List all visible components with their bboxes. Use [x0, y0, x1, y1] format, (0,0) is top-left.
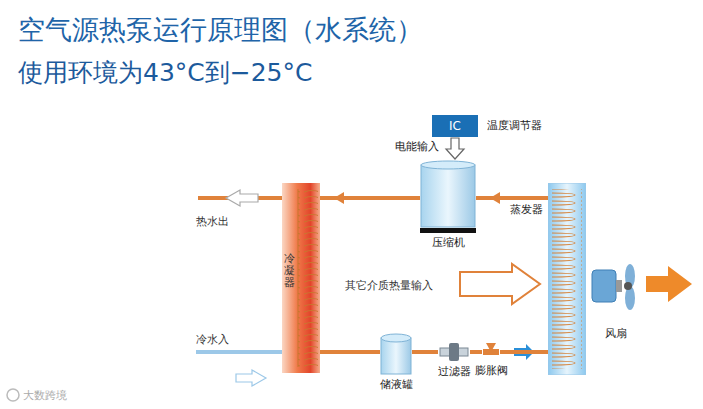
- node-label: 冷凝器: [283, 253, 296, 289]
- controller-box: IC温度调节器: [432, 115, 478, 137]
- receiver-tank: 储液罐: [380, 333, 412, 375]
- expansion-valve-shape: [482, 343, 500, 361]
- pipe-connector: [500, 352, 548, 353]
- node-label: IC: [432, 115, 478, 137]
- node-label: 储液罐: [379, 378, 414, 391]
- node-label: 蒸发器: [509, 203, 544, 216]
- fan: 风扇: [590, 262, 642, 324]
- pipe-connector: [320, 192, 420, 204]
- pipe-connector: [446, 138, 464, 159]
- title: 空气源热泵运行原理图（水系统）: [18, 12, 423, 48]
- pipe-connector: [470, 352, 482, 353]
- evaporator-shape: [548, 183, 586, 375]
- receiver-tank-shape: [380, 333, 412, 375]
- node-label: 风扇: [604, 327, 628, 340]
- watermark: 大数跨境: [23, 388, 67, 403]
- node-label: 过滤器: [437, 365, 472, 378]
- fan-shape: [590, 262, 642, 324]
- water-label: 热水出: [196, 214, 229, 229]
- compressor: 压缩机: [420, 160, 476, 233]
- subtitle: 使用环境为43°C到−25°C: [18, 56, 312, 89]
- hollow-arrow: [226, 190, 258, 206]
- watermark-icon: [7, 389, 19, 401]
- expansion-valve: 膨胀阀: [482, 343, 500, 361]
- heat-input-arrow: [460, 264, 540, 304]
- pipe-connector: [320, 352, 380, 353]
- hollow-arrow: [236, 370, 266, 386]
- node-label: 压缩机: [431, 236, 466, 249]
- filter: 过滤器: [438, 342, 470, 362]
- edge-label: 电能输入: [395, 139, 439, 154]
- filter-shape: [438, 342, 470, 362]
- heat-label: 其它介质热量输入: [345, 278, 433, 293]
- pipe-connector: [412, 352, 438, 353]
- air-out-arrow: [646, 266, 692, 302]
- node-sublabel: 温度调节器: [486, 119, 543, 132]
- compressor-shape: [420, 160, 476, 233]
- node-label: 膨胀阀: [474, 364, 509, 377]
- condenser: 冷凝器: [282, 183, 320, 373]
- cold-water-pipe: [196, 350, 284, 354]
- water-label: 冷水入: [196, 332, 229, 347]
- evaporator: 蒸发器: [548, 183, 586, 375]
